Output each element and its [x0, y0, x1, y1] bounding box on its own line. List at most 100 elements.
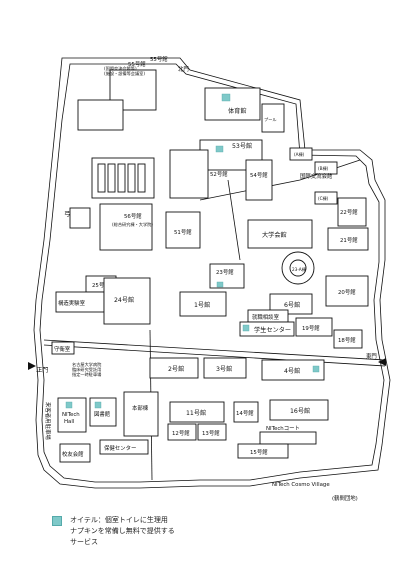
bldg3-building [203, 357, 247, 379]
parking-side-label: 来客者用駐車場 [44, 402, 52, 440]
bldg51-building [165, 211, 201, 249]
bldg6-building [269, 293, 313, 315]
bldg52-building [169, 149, 209, 199]
mid-north: 52号館 54号館 (A棟) (B棟) (C棟) 国際交流会館 22号館 [169, 147, 367, 227]
bldg2-label: 2号館 [168, 365, 184, 373]
bldg1-label: 1号館 [194, 301, 210, 309]
pool-label: プール [264, 117, 277, 123]
bldg2-building [149, 357, 199, 379]
stadium-label: 23-A棟 [292, 266, 307, 273]
guard-room [51, 341, 75, 355]
center-area: 25号館 構造実験室 24号館 23号館 23-A棟 20号館 1号館 6号館 [55, 251, 369, 325]
student-area: 就職相談室 学生センター 19号館 18号館 [239, 309, 363, 349]
bldg4-label: 4号館 [284, 367, 300, 375]
oitel-marker-23 [216, 281, 224, 288]
parking-note2: 臨床研究受託用 [72, 366, 101, 373]
bldg11-label: 11号館 [186, 409, 206, 417]
bldg16-label: 16号館 [290, 407, 310, 415]
legend-text: オイテル：個室トイレに生理用 ナプキンを常備し無料で提供する サービス [70, 515, 175, 548]
nitech-hall-label2: Hall [64, 419, 74, 425]
west-mid: 56号館 (総合研究棟・大学院) 51号館 [99, 203, 201, 251]
courts: 弓道場 [64, 157, 155, 229]
bldg56-label: 56号館 [124, 212, 142, 220]
bldg23-label: 23号館 [216, 268, 234, 276]
pool-building [261, 103, 285, 133]
univ-hall-label: 大学会館 [262, 231, 287, 239]
bldg51-label: 51号館 [174, 228, 192, 236]
bldg55-note: (国際交流会館等) [104, 65, 137, 72]
bldg4-building [261, 359, 325, 381]
oitel-marker-hall [65, 401, 73, 409]
legend-line2: ナプキンを常備し無料で提供する [70, 527, 175, 535]
bldg-label-small: 55号館 [150, 55, 168, 63]
bldg20-building [325, 275, 369, 307]
bldg16-building [269, 399, 329, 421]
bldg11-building [169, 401, 225, 423]
bldg18-building [333, 329, 363, 349]
nitech-hall-label1: NITech [62, 412, 80, 418]
court [259, 431, 317, 445]
bldg15-building [237, 443, 289, 459]
bldg6-label: 6号館 [284, 301, 300, 309]
oitel-marker-gym [221, 93, 231, 102]
intl-hall-label: 国際交流会館 [300, 172, 332, 180]
admin-building [123, 391, 159, 437]
intl-a-label: (A棟) [294, 151, 305, 158]
other-area-label: (鶴間団地) [332, 494, 358, 502]
alumni-building [59, 443, 91, 463]
bldg15-label: 15号館 [250, 448, 268, 456]
north-area: 体育館 プール 55号館 (国際交流会館等) (施設・設備等会議室) 55号館 … [77, 55, 285, 171]
legend-line1: オイテル：個室トイレに生理用 [70, 516, 168, 524]
bldg56-note: (総合研究棟・大学院) [112, 221, 153, 228]
bldg21-label: 21号館 [340, 236, 358, 244]
bldg19-label: 19号館 [302, 324, 320, 332]
main-gate-area: 守衛室 正門 名古屋大学病院 臨床研究受託用 指定一時駐車場 [28, 341, 102, 378]
bldg21-building [327, 227, 369, 251]
intl-c-label: (C棟) [318, 195, 329, 202]
alumni-label: 校友会館 [62, 450, 84, 458]
bldg24-building [103, 277, 151, 325]
bldg12-building [167, 423, 197, 441]
oitel-marker-4 [312, 365, 320, 373]
gym-building [204, 87, 261, 121]
east-gate-arrow-icon [378, 358, 386, 366]
bldg52-label: 52号館 [210, 170, 228, 178]
bldg55-note2: (施設・設備等会議室) [104, 70, 145, 77]
bldg14-label: 14号館 [236, 409, 254, 417]
bldg1-building [179, 291, 227, 317]
south-mid: 2号館 3号館 4号館 東門 [149, 352, 386, 381]
bldg56-building [99, 203, 153, 251]
bldg12-label: 12号館 [172, 429, 190, 437]
bldg24-label: 24号館 [114, 296, 134, 304]
intl-hall-a [289, 147, 313, 161]
student-center-building [239, 321, 295, 337]
oitel-marker-53 [215, 145, 224, 153]
intl-hall-b [314, 161, 338, 175]
legend-line3: サービス [70, 538, 98, 546]
health-building [99, 439, 149, 455]
bldg19-building [295, 317, 333, 337]
nitech-court-label: NITechコート [266, 425, 300, 432]
bldg22-building [337, 197, 367, 227]
main-gate-arrow-icon [28, 362, 36, 370]
bldg20-label: 20号館 [338, 288, 356, 296]
bldg18-label: 18号館 [338, 336, 356, 344]
bldg55-label: 55号館 [128, 60, 146, 68]
univ-hall-building [247, 219, 313, 249]
east-gate-label: 東門 [366, 352, 377, 360]
bldg22-label: 22号館 [340, 208, 358, 216]
bldg54-label: 54号館 [250, 171, 268, 179]
cosmo-label: NITech Cosmo Village [272, 482, 330, 488]
south-area: 来客者用駐車場 NITech Hall 図書館 本部棟 11号館 14号館 16… [44, 391, 358, 502]
north-gate-label: 北門 [178, 65, 189, 73]
student-label: 学生センター [254, 326, 291, 334]
tennis-court [77, 99, 124, 131]
library-label: 図書館 [94, 410, 110, 418]
intl-hall-c [314, 191, 338, 205]
east-mid: 大学会館 21号館 [247, 219, 369, 251]
bldg25-label: 25号館 [92, 281, 110, 289]
main-gate-label: 正門 [36, 367, 48, 374]
admin-label: 本部棟 [132, 404, 149, 412]
legend: オイテル：個室トイレに生理用 ナプキンを常備し無料で提供する サービス [52, 515, 175, 548]
